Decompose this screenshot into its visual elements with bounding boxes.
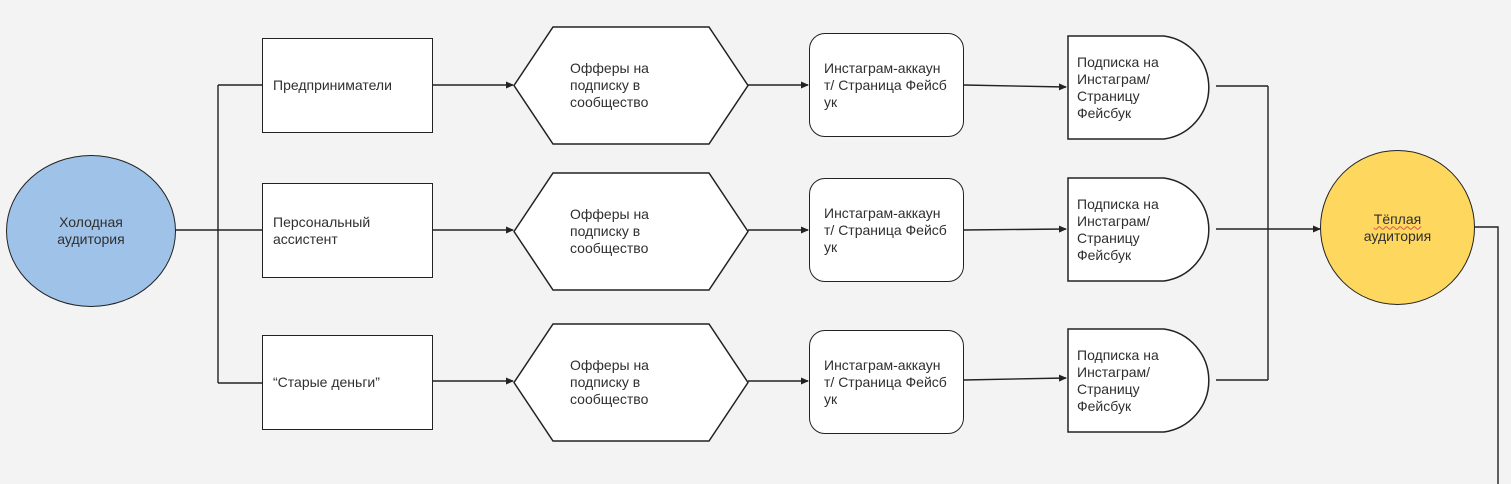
result-node-2: Подписка на Инстаграм/ Страницу Фейсбук: [1067, 177, 1217, 282]
delay-shape: [1067, 35, 1210, 140]
offer-label: Офферы на подписку в сообщество: [570, 206, 649, 256]
offer-label: Офферы на подписку в сообщество: [570, 357, 649, 407]
segment-node-2: Персональный ассистент: [262, 183, 433, 278]
warm-audience-word2: аудитория: [1363, 227, 1432, 244]
hexagon-shape: [513, 26, 749, 145]
delay-shape: [1067, 177, 1210, 282]
offer-label: Офферы на подписку в сообщество: [570, 60, 649, 110]
warm-audience-label: Тёплая аудитория: [1348, 211, 1448, 245]
connector-channel3-result3: [963, 374, 1067, 382]
segment-label: Персональный ассистент: [273, 213, 371, 247]
warm-audience-word1: Тёплая: [1373, 210, 1422, 227]
segment-label: “Старые деньги”: [273, 374, 380, 390]
channel-label: Инстаграм-аккаунт/ Страница Фейсбук: [824, 204, 947, 255]
result-node-3: Подписка на Инстаграм/ Страницу Фейсбук: [1067, 328, 1217, 433]
channel-label: Инстаграм-аккаунт/ Страница Фейсбук: [824, 356, 947, 407]
channel-label: Инстаграм-аккаунт/ Страница Фейсбук: [824, 59, 947, 110]
result-label: Подписка на Инстаграм/ Страницу Фейсбук: [1077, 346, 1159, 414]
result-label: Подписка на Инстаграм/ Страницу Фейсбук: [1077, 53, 1159, 121]
result-label: Подписка на Инстаграм/ Страницу Фейсбук: [1077, 195, 1159, 263]
connector-channel1-result1: [963, 83, 1067, 91]
channel-node-2: Инстаграм-аккаунт/ Страница Фейсбук: [809, 178, 964, 282]
hexagon-shape: [513, 323, 749, 442]
segment-label: Предприниматели: [273, 77, 392, 93]
segment-node-1: Предприниматели: [262, 38, 433, 133]
result-node-1: Подписка на Инстаграм/ Страницу Фейсбук: [1067, 35, 1217, 140]
warm-audience-node: Тёплая аудитория: [1320, 150, 1475, 305]
offer-node-2: Офферы на подписку в сообщество: [513, 172, 749, 291]
channel-node-3: Инстаграм-аккаунт/ Страница Фейсбук: [809, 330, 964, 434]
cold-audience-label: Холодная аудитория: [57, 214, 125, 247]
segment-node-3: “Старые деньги”: [262, 335, 433, 430]
cold-audience-node: Холодная аудитория: [6, 155, 176, 307]
connector-channel2-result2: [963, 225, 1067, 233]
hexagon-shape: [513, 172, 749, 291]
connector-end-out: [1475, 226, 1499, 484]
channel-node-1: Инстаграм-аккаунт/ Страница Фейсбук: [809, 33, 964, 137]
offer-node-3: Офферы на подписку в сообщество: [513, 323, 749, 442]
delay-shape: [1067, 328, 1210, 433]
offer-node-1: Офферы на подписку в сообщество: [513, 26, 749, 145]
